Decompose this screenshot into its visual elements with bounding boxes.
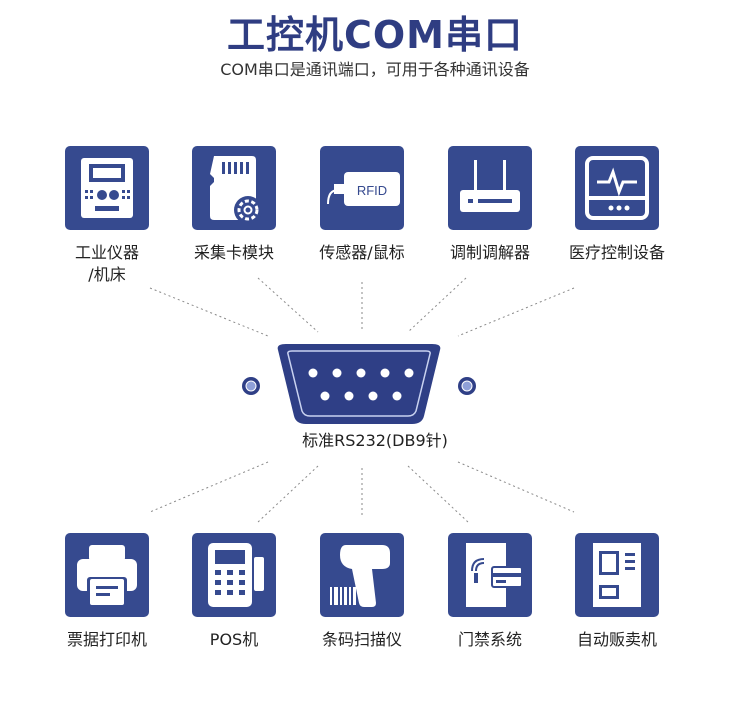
device-label: 票据打印机: [66, 630, 147, 649]
device-label: 自动贩卖机: [576, 630, 657, 649]
link-printer: [149, 461, 269, 513]
device-printer: 票据打印机: [47, 533, 167, 651]
printer-icon: [77, 545, 137, 605]
link-vending: [457, 461, 575, 513]
router-icon: [460, 160, 520, 212]
device-medical: 医疗控制设备: [557, 146, 677, 264]
link-capture-card: [257, 277, 319, 333]
device-scanner: 条码扫描仪: [302, 533, 422, 651]
medical-monitor-icon: [585, 156, 649, 220]
device-pos: POS机: [174, 533, 294, 651]
tile-industrial: [65, 146, 149, 230]
device-label: POS机: [209, 630, 259, 649]
device-access: 门禁系统: [430, 533, 550, 651]
device-sensor: RFID 传感器/鼠标: [302, 146, 422, 264]
rfid-badge-text: RFID: [357, 183, 387, 198]
link-industrial: [149, 287, 269, 337]
sd-card-gear-icon: [210, 156, 262, 224]
pos-terminal-icon: [208, 543, 264, 607]
connector-label: 标准RS232(DB9针): [302, 431, 448, 450]
link-medical: [457, 287, 575, 337]
db9-connector-icon: [242, 344, 476, 424]
device-industrial: 工业仪器 /机床: [47, 146, 167, 286]
link-pos: [257, 465, 319, 523]
page-subtitle: COM串口是通讯端口，可用于各种通讯设备: [220, 60, 530, 79]
barcode-scanner-icon: [330, 545, 390, 607]
device-modem: 调制调解器: [430, 146, 550, 264]
device-label: 传感器/鼠标: [319, 243, 405, 262]
device-capture-card: 采集卡模块: [174, 146, 294, 264]
vending-machine-icon: [593, 543, 641, 607]
connection-lines: [149, 277, 575, 523]
device-label: 医疗控制设备: [568, 243, 665, 262]
rfid-card-icon: RFID: [327, 172, 400, 206]
page-title: 工控机COM串口: [226, 13, 523, 57]
device-label: 调制调解器: [449, 243, 530, 262]
device-label: 门禁系统: [457, 630, 522, 649]
industrial-panel-icon: [81, 158, 133, 218]
device-label: 条码扫描仪: [321, 630, 402, 649]
link-modem: [407, 277, 467, 333]
link-access: [407, 465, 469, 523]
access-control-icon: [466, 543, 523, 607]
device-vending: 自动贩卖机: [557, 533, 677, 651]
device-label: 采集卡模块: [193, 243, 274, 262]
device-label: 工业仪器 /机床: [74, 243, 139, 284]
